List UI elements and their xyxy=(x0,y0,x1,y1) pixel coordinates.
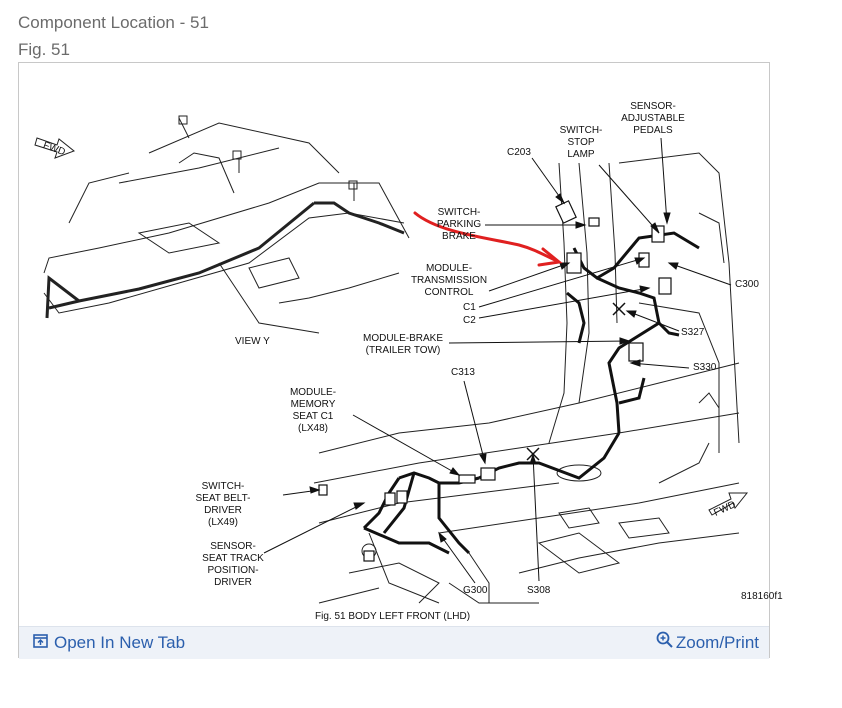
label-s308: S308 xyxy=(527,585,551,596)
svg-text:MEMORY: MEMORY xyxy=(291,399,336,410)
svg-text:SEAT TRACK: SEAT TRACK xyxy=(202,553,264,564)
label-switch-stop-lamp: SWITCH- STOP LAMP xyxy=(560,125,603,160)
red-annotation-arrow xyxy=(413,211,563,267)
connectors xyxy=(318,200,672,562)
fwd-arrow-top: FWD xyxy=(34,137,76,159)
fwd-label-bottom: FWD xyxy=(712,499,737,519)
svg-text:SEAT BELT-: SEAT BELT- xyxy=(195,493,250,504)
svg-text:PARKING: PARKING xyxy=(437,219,481,230)
label-sensor-adjustable-pedals: SENSOR- ADJUSTABLE PEDALS xyxy=(621,101,685,136)
zoom-icon xyxy=(656,631,674,654)
zoom-print-label: Zoom/Print xyxy=(675,632,759,652)
label-s330: S330 xyxy=(693,362,717,373)
svg-text:STOP: STOP xyxy=(567,137,594,148)
svg-text:(LX49): (LX49) xyxy=(208,517,238,528)
svg-text:CONTROL: CONTROL xyxy=(425,287,474,298)
svg-text:SWITCH-: SWITCH- xyxy=(438,207,481,218)
label-sensor-seat-track: SENSOR- SEAT TRACK POSITION- DRIVER xyxy=(202,541,264,588)
svg-text:BRAKE: BRAKE xyxy=(442,231,476,242)
label-g300: G300 xyxy=(463,585,488,596)
view-y-inset xyxy=(43,115,410,334)
svg-text:TRANSMISSION: TRANSMISSION xyxy=(411,275,487,286)
svg-text:LAMP: LAMP xyxy=(567,149,595,160)
label-switch-seat-belt: SWITCH- SEAT BELT- DRIVER (LX49) xyxy=(195,481,250,528)
label-c203: C203 xyxy=(507,147,531,158)
label-c1: C1 xyxy=(463,302,476,313)
label-c313: C313 xyxy=(451,367,475,378)
svg-text:(LX48): (LX48) xyxy=(298,423,328,434)
svg-text:MODULE-: MODULE- xyxy=(426,263,472,274)
zoom-print-link[interactable]: Zoom/Print xyxy=(656,631,759,654)
wiring-diagram[interactable]: FWD VIEW Y xyxy=(19,63,783,626)
page-title: Component Location - 51 xyxy=(18,13,209,32)
figure-toolbar: Open In New Tab Zoom/Print xyxy=(19,626,769,659)
svg-text:(TRAILER TOW): (TRAILER TOW) xyxy=(366,345,441,356)
label-c300: C300 xyxy=(735,279,759,290)
svg-text:SENSOR-: SENSOR- xyxy=(630,101,676,112)
label-module-memory-seat: MODULE- MEMORY SEAT C1 (LX48) xyxy=(290,387,336,434)
figure-number: Fig. 51 xyxy=(18,40,70,59)
svg-text:SWITCH-: SWITCH- xyxy=(560,125,603,136)
svg-text:SENSOR-: SENSOR- xyxy=(210,541,256,552)
label-module-transmission-control: MODULE- TRANSMISSION CONTROL xyxy=(411,263,487,298)
svg-text:DRIVER: DRIVER xyxy=(204,505,242,516)
svg-text:SEAT C1: SEAT C1 xyxy=(293,411,334,422)
svg-text:PEDALS: PEDALS xyxy=(633,125,673,136)
drawing-number: 818160f1 xyxy=(741,591,783,602)
label-module-brake: MODULE-BRAKE (TRAILER TOW) xyxy=(363,333,443,356)
svg-text:SWITCH-: SWITCH- xyxy=(202,481,245,492)
figure-caption: Fig. 51 BODY LEFT FRONT (LHD) xyxy=(315,611,470,622)
view-y-label: VIEW Y xyxy=(235,336,270,347)
label-c2: C2 xyxy=(463,315,476,326)
figure-frame: FWD VIEW Y xyxy=(18,62,783,659)
svg-text:MODULE-: MODULE- xyxy=(290,387,336,398)
open-in-new-tab-label: Open In New Tab xyxy=(54,633,186,652)
open-in-new-tab-link[interactable]: Open In New Tab xyxy=(33,633,185,653)
svg-text:ADJUSTABLE: ADJUSTABLE xyxy=(621,113,685,124)
splice-marks xyxy=(526,302,626,461)
open-new-tab-icon xyxy=(33,633,48,653)
leader-lines xyxy=(263,137,732,584)
body-structure xyxy=(313,152,740,604)
svg-text:MODULE-BRAKE: MODULE-BRAKE xyxy=(363,333,443,344)
label-s327: S327 xyxy=(681,327,705,338)
svg-text:DRIVER: DRIVER xyxy=(214,577,252,588)
label-switch-parking-brake: SWITCH- PARKING BRAKE xyxy=(437,207,481,242)
svg-text:POSITION-: POSITION- xyxy=(207,565,258,576)
fwd-arrow-bottom: FWD xyxy=(708,492,749,519)
